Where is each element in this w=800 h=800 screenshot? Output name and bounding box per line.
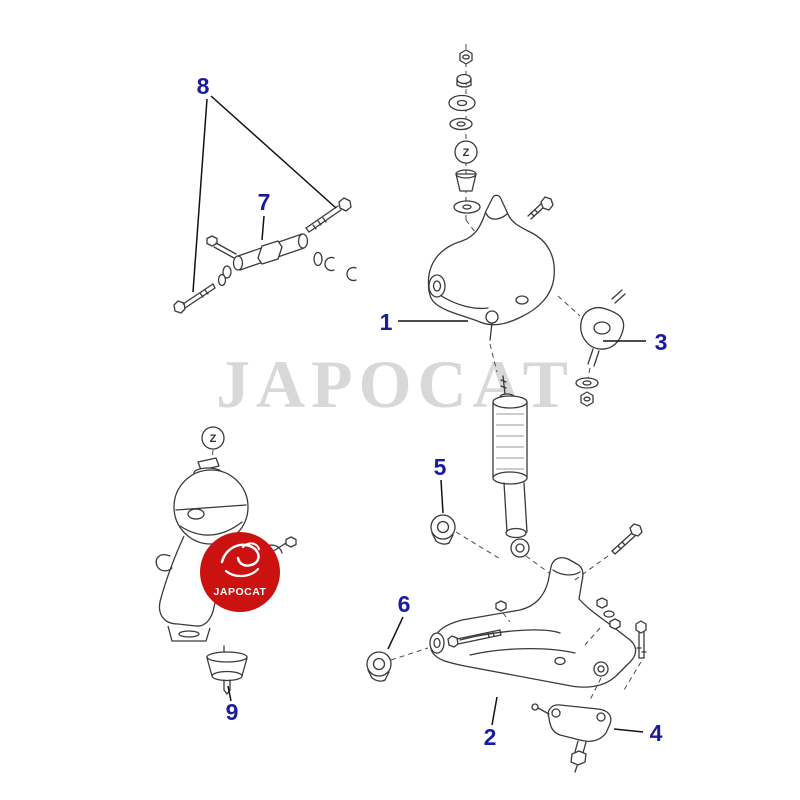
castle-nut [570,750,587,766]
bushing-6 [366,647,429,682]
top-nut [459,49,473,65]
callout-9: 9 [226,699,239,725]
ball-joint-nut [580,391,594,407]
link-bolt-lower [173,300,186,314]
callout-3: 3 [655,329,668,355]
bolt-lower-right [635,620,647,634]
shock-absorber [492,375,557,579]
stabilizer-link-assembly [173,197,357,314]
callout-7: 7 [258,189,271,215]
logo-swirl-icon [220,543,260,567]
upper-control-arm [427,194,555,373]
z-marker-top-label: Z [463,147,470,159]
callout-4: 4 [650,720,663,746]
shock-lower-eye [510,538,530,558]
callout-numbers: 8 7 1 3 5 6 9 2 4 [197,73,668,750]
c-clip-1 [324,256,335,272]
c-clip-2 [346,266,357,282]
top-hardware-stack: Z [448,44,488,249]
leader-lines [192,95,646,733]
z-marker-top [454,140,478,164]
callout-2: 2 [484,724,497,750]
logo-circle [200,532,280,612]
lower-ball-joint [531,703,612,773]
callout-6: 6 [398,591,411,617]
washer-lower [453,200,481,214]
ball-stud-socket [485,310,499,324]
watermark-text: JAPOCAT [216,346,574,422]
z-marker-left-label: Z [210,433,217,445]
callout-8: 8 [197,73,210,99]
arm-through-bolt [447,635,459,648]
bump-stop [206,645,248,695]
arm-bolt [540,196,554,211]
brand-logo: JAPOCAT [200,532,280,612]
logo-text: JAPOCAT [214,586,267,598]
upper-ball-joint [557,289,626,407]
flat-washer [449,117,473,131]
dome-washer [448,94,476,112]
bushing-5 [430,514,503,561]
mounting-bolts [571,523,647,691]
bushing-top [455,173,477,192]
bolt-upper-right [629,523,643,537]
callout-5: 5 [434,454,447,480]
lower-control-arm [429,557,637,703]
link-hex-body [257,240,283,265]
lower-ball-socket [593,661,609,677]
lock-washer [456,73,472,85]
callout-1: 1 [380,309,393,335]
z-marker-left [201,426,225,450]
link-bolt-upper [338,197,352,212]
